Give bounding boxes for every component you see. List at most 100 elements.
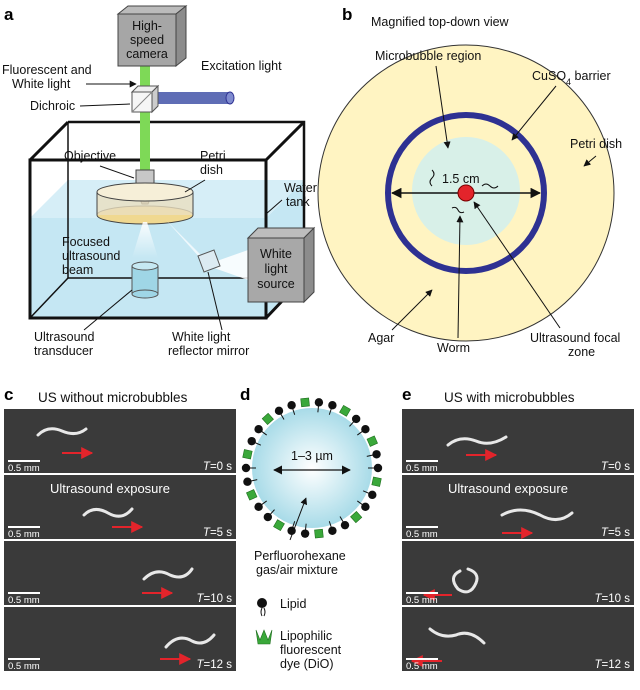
worm [452,567,479,594]
worm [82,507,134,518]
size-label: 1–3 µm [291,449,333,463]
focused-beam-label-2: ultrasound [62,249,120,263]
lipid-tail [357,428,366,436]
white-light-path [214,250,248,280]
white-source-label-1: White [260,247,292,261]
worm-squiggle-2 [481,183,499,189]
gas-label-2: gas/air mixture [256,563,338,577]
lipid-head [287,526,296,535]
lipid-tail [304,523,307,534]
exposure-label: Ultrasound exposure [50,481,170,496]
panel-d-letter: d [240,385,250,404]
lipid-tail [357,500,366,508]
worm [164,633,216,649]
dye-molecule [314,528,324,539]
transducer [131,261,159,299]
agar-label: Agar [368,331,394,345]
lipid-tail [349,418,357,427]
dye-molecule [246,489,258,501]
scale-bar-label: 0.5 mm [8,661,40,672]
water-tank-label-2: tank [286,195,310,209]
fluorescent-label-2: White light [12,77,71,91]
time-label: T=12 s [197,659,233,671]
lipid-tail [291,521,296,531]
exposure-label: Ultrasound exposure [448,481,568,496]
petri-label-1: Petri [200,149,226,163]
mirror-label-2: reflector mirror [168,344,249,358]
ultrasound-beam [132,222,158,258]
barrier-label: CuSO4 barrier [532,69,611,87]
focal-zone-dot [457,184,475,202]
camera: High- speed camera [116,4,188,68]
dichroic-cube [130,84,160,114]
dye-molecule [339,404,351,417]
lipid-head [274,406,284,416]
scale-bar-label: 0.5 mm [8,463,40,474]
dye-molecule [366,435,378,447]
scale-bar-label: 0.5 mm [8,595,40,606]
lipid-tail [258,428,267,436]
white-source-label-2: light [265,262,288,276]
dye-molecule [273,519,285,532]
panel-e-title: US with microbubbles [444,390,575,405]
transducer-label-2: transducer [34,344,93,358]
lipid-tail [328,521,333,531]
lipid-tail [267,509,275,518]
lipid-shell [241,397,383,539]
worm [446,435,508,447]
scale-bar-label: 0.5 mm [406,661,438,672]
lipid-head [328,401,337,410]
scale-bar-label: 0.5 mm [8,529,40,540]
dye-molecule [242,449,253,460]
focal-zone-label-1: Ultrasound focal [530,331,620,345]
transducer-label-1: Ultrasound [34,330,94,344]
petri-dish [96,182,194,225]
panel_e-frame-2: 0.5 mm T=5 s Ultrasound exposure [402,475,634,540]
dye-label-1: Lipophilic [280,629,332,643]
lipid-label: Lipid [280,597,306,611]
lipid-tail [317,402,320,413]
time-label: T=5 s [203,527,232,539]
time-label: T=5 s [601,527,630,539]
excitation-tube [150,91,235,105]
time-label: T=12 s [595,659,631,671]
camera-label-3: camera [126,47,168,61]
lipid-tail [366,453,377,457]
worm-squiggle-1 [429,169,435,187]
time-label: T=10 s [197,593,233,605]
panel-b: b Magnified top-down view 1.5 cm Microbu… [317,5,622,359]
water-tank-label-1: Water [284,181,317,195]
scale-bar-label: 0.5 mm [406,529,438,540]
time-label: T=10 s [595,593,631,605]
lipid-head [314,398,324,407]
lipid-legend: Lipid [257,597,306,617]
objective-label: Objective [64,149,116,163]
panel-c-letter: c [4,385,13,404]
panel-a: a [2,4,317,358]
dye-molecule [350,510,363,524]
panel_c-frame-4: 0.5 mm T=12 s [4,607,236,672]
dye-molecule [300,397,310,408]
scale-bar-label: 0.5 mm [406,463,438,474]
white-light-source: White light source [246,226,316,304]
dye-molecule [261,412,274,426]
lipid-tail [258,500,267,508]
panel-c-title: US without microbubbles [38,390,188,405]
focal-zone-label-2: zone [568,345,595,359]
lipid-tail [328,405,333,415]
scale-label: 1.5 cm [442,172,480,186]
dye-molecule [371,476,382,487]
microbubble-region-label: Microbubble region [375,49,481,63]
lipid-tail [247,479,258,483]
petri-dish-label: Petri dish [570,137,622,151]
lipid-head [287,401,296,410]
worm [36,427,88,437]
